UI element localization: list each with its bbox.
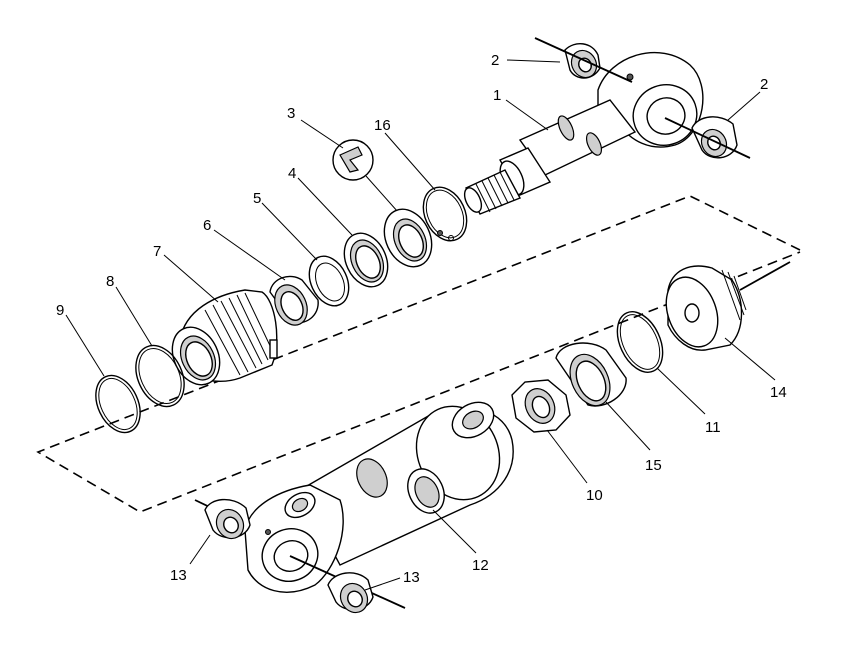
- callout-8: 8: [106, 273, 114, 290]
- callout-3: 3: [287, 105, 295, 122]
- cylinder-head: [171, 289, 278, 386]
- backup-ring: [95, 374, 141, 434]
- wiper-seal-symbol: [332, 139, 374, 181]
- callout-5: 5: [253, 190, 261, 207]
- callout-2-lower: 2: [760, 76, 768, 93]
- piston: [665, 265, 747, 351]
- wiper-ring: [383, 208, 443, 268]
- leader-lines: [65, 59, 776, 591]
- callout-2-upper: 2: [491, 52, 499, 69]
- rod-seal: [343, 232, 389, 288]
- piston-seal-ring: [616, 311, 664, 373]
- rod-bearing: [269, 275, 319, 326]
- piston-wear-ring: [555, 342, 627, 407]
- bushing-rod-eye-lower: [691, 116, 738, 159]
- callout-15: 15: [645, 457, 662, 474]
- callout-13-left: 13: [170, 567, 187, 584]
- callout-14: 14: [770, 384, 787, 401]
- bushing-rod-eye-upper: [564, 43, 601, 79]
- piston-rod: [463, 51, 704, 215]
- callout-4: 4: [288, 165, 296, 182]
- callout-16: 16: [374, 117, 391, 134]
- callout-9: 9: [56, 302, 64, 319]
- barrel-bearing: [407, 468, 445, 514]
- callout-11: 11: [705, 419, 721, 436]
- back-up-ring: [308, 255, 350, 307]
- bushing-clevis-right: [327, 572, 374, 614]
- callout-1: 1: [493, 87, 501, 104]
- o-ring: [135, 344, 185, 408]
- callout-6: 6: [203, 217, 211, 234]
- callout-12: 12: [472, 557, 489, 574]
- callout-7: 7: [153, 243, 161, 260]
- assembly-guide-line: [36, 195, 801, 513]
- callout-13-right: 13: [403, 569, 420, 586]
- cylinder-barrel: [244, 401, 514, 593]
- bushing-clevis-left: [204, 498, 251, 540]
- lock-nut: [511, 379, 571, 433]
- callout-10: 10: [586, 487, 603, 504]
